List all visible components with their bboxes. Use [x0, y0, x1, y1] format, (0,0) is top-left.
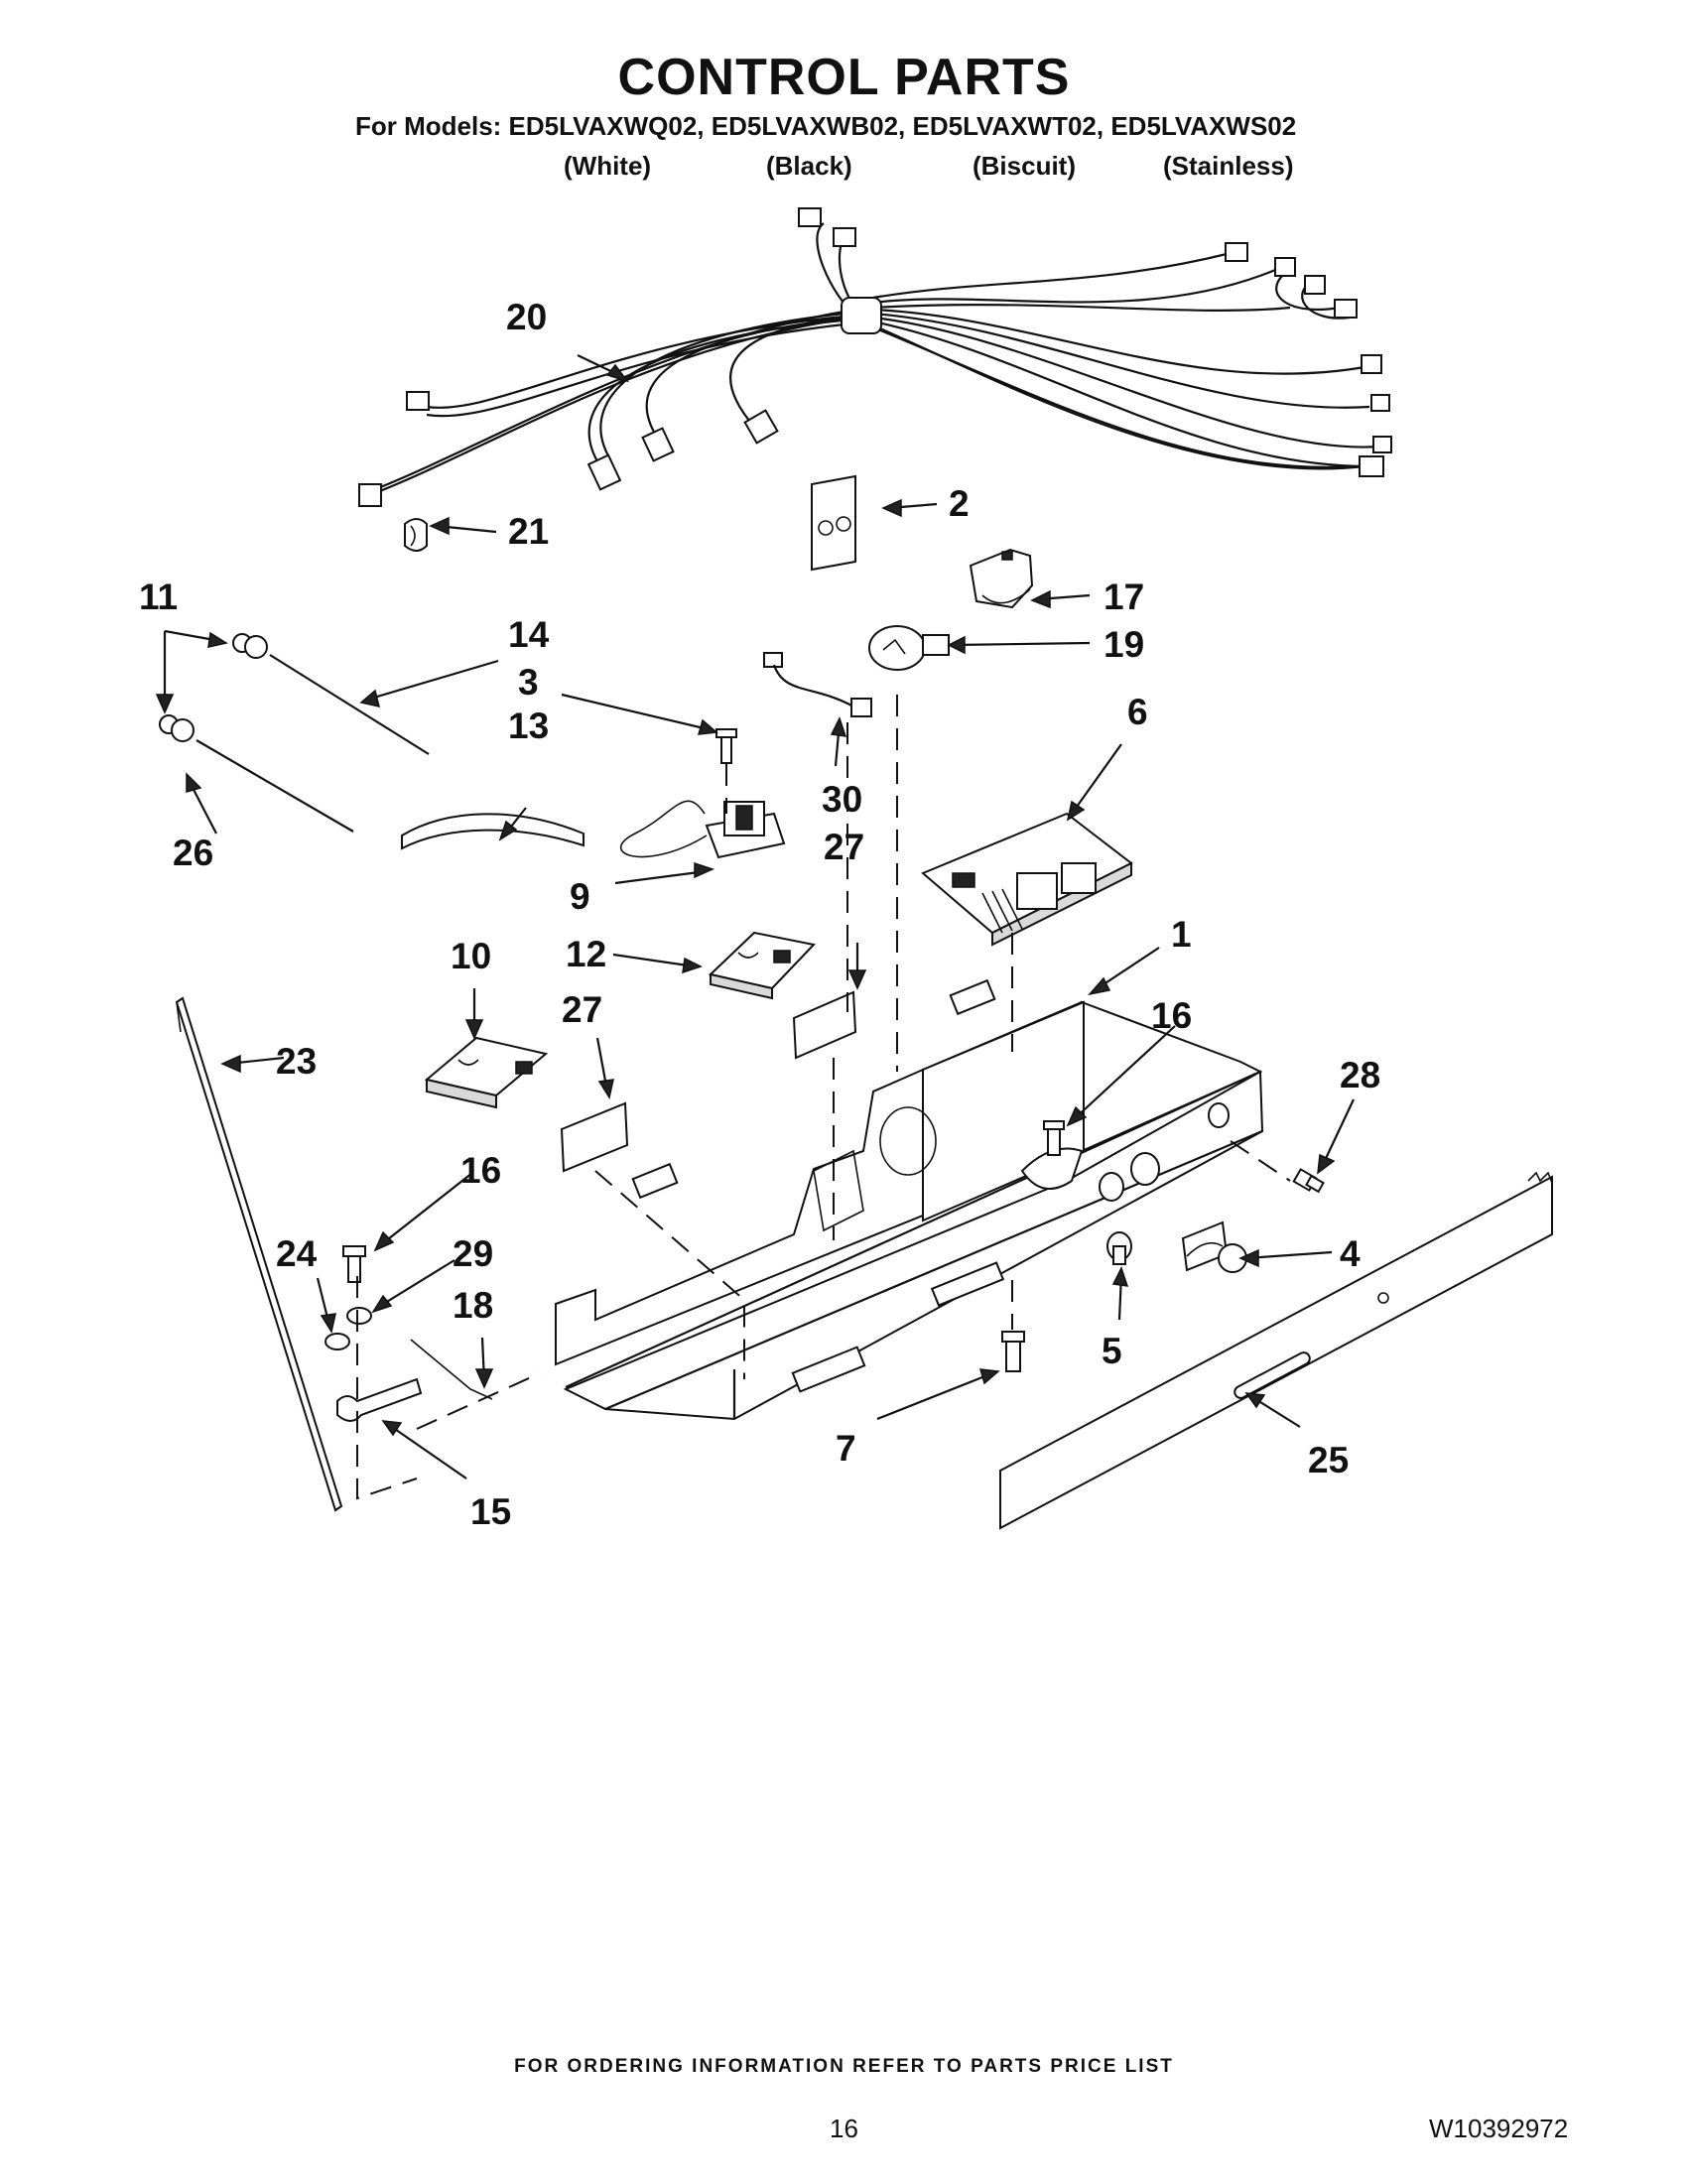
trim-strip-part [175, 996, 343, 1512]
color-stainless: (Stainless) [1163, 151, 1294, 181]
screw-part-28 [1292, 1168, 1325, 1194]
callout-5: 5 [1102, 1331, 1122, 1371]
callout-26: 26 [173, 833, 213, 873]
callout-14: 14 [508, 614, 550, 655]
callout-28: 28 [1340, 1055, 1380, 1095]
pad-part [811, 474, 856, 572]
screw-part-16-upper [1043, 1120, 1065, 1156]
screw-part-7 [1001, 1331, 1025, 1372]
callout-25: 25 [1308, 1440, 1349, 1480]
callout-30: 30 [822, 779, 862, 820]
control-board-part [921, 812, 1133, 947]
label-parts [560, 990, 857, 1173]
wiring-harness [358, 207, 1392, 507]
callout-20: 20 [506, 297, 547, 337]
callout-3: 3 [518, 662, 539, 703]
models-line: For Models: ED5LVAXWQ02, ED5LVAXWB02, ED… [355, 111, 1297, 141]
color-black: (Black) [766, 151, 852, 181]
leader-arrows [155, 354, 1355, 1479]
callout-11: 11 [139, 577, 178, 617]
callout-16-lower: 16 [460, 1150, 501, 1191]
thermostat-part [620, 800, 786, 859]
page-title: CONTROL PARTS [617, 49, 1071, 106]
callout-labels: 20 2 21 17 19 11 14 3 13 6 30 27 26 9 1 … [139, 297, 1380, 1532]
light-socket-part [969, 548, 1034, 609]
callout-27-upper: 27 [824, 827, 864, 867]
callout-18: 18 [453, 1285, 493, 1326]
callout-13: 13 [508, 706, 549, 746]
wire-clip-part [404, 518, 428, 552]
alignment-dashes [356, 695, 1291, 1500]
callout-4: 4 [1340, 1233, 1361, 1274]
ordering-note: FOR ORDERING INFORMATION REFER TO PARTS … [514, 2056, 1174, 2077]
hinge-assembly-parts [325, 1245, 493, 1422]
callout-23: 23 [276, 1041, 317, 1082]
callout-6: 6 [1127, 692, 1148, 732]
screw-part-3 [715, 728, 737, 764]
page-number: 16 [830, 2114, 858, 2143]
color-white: (White) [564, 151, 652, 181]
bracket-part-10 [424, 1036, 549, 1109]
callout-12: 12 [566, 934, 606, 974]
tube-parts [159, 633, 584, 850]
jumper-wire-part [763, 652, 872, 717]
light-bulb-part [868, 625, 950, 671]
bracket-part-12 [708, 931, 816, 1000]
callout-16-upper: 16 [1151, 995, 1192, 1036]
callout-9: 9 [570, 876, 590, 917]
switch-part-4 [1181, 1220, 1247, 1273]
callout-29: 29 [453, 1233, 493, 1274]
control-housing-part [555, 978, 1264, 1421]
callout-7: 7 [836, 1428, 856, 1469]
callout-2: 2 [949, 483, 970, 524]
callout-19: 19 [1104, 624, 1144, 665]
button-part-5 [1106, 1231, 1132, 1265]
callout-15: 15 [470, 1491, 511, 1532]
document-number: W10392972 [1429, 2114, 1569, 2143]
color-biscuit: (Biscuit) [973, 151, 1076, 181]
callout-17: 17 [1104, 577, 1144, 617]
callout-1: 1 [1171, 914, 1192, 955]
callout-10: 10 [451, 936, 491, 976]
front-panel-part [999, 1171, 1553, 1530]
callout-21: 21 [508, 511, 549, 552]
callout-27-lower: 27 [562, 989, 602, 1030]
callout-24: 24 [276, 1233, 318, 1274]
